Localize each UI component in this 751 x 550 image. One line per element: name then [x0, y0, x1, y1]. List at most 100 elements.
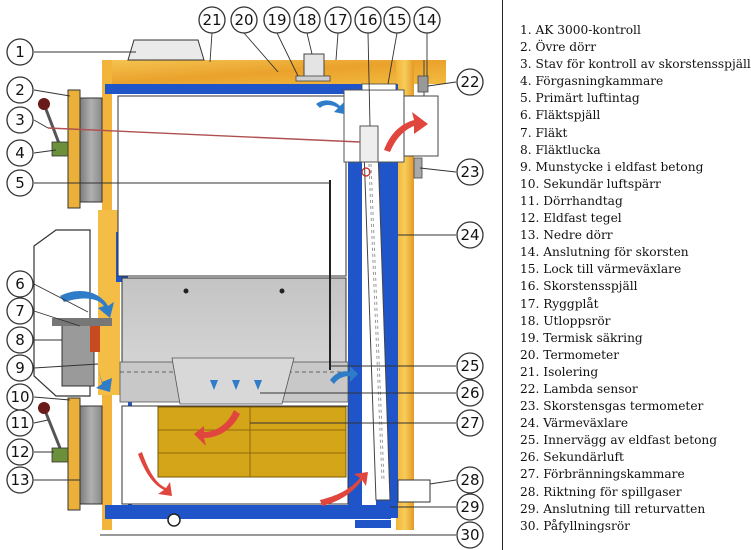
callout-6: 6	[6, 270, 34, 298]
callout-14: 14	[413, 6, 441, 34]
panel-divider	[502, 0, 503, 550]
callout-2-label: 2	[15, 81, 25, 99]
callout-16: 16	[354, 6, 382, 34]
callout-24: 24	[456, 221, 484, 249]
callout-16-label: 16	[358, 11, 377, 29]
refractory-concrete-wall	[121, 277, 347, 367]
callout-11: 11	[6, 409, 34, 437]
callout-9-label: 9	[15, 359, 25, 377]
exhaust-flow-arrows	[138, 112, 428, 506]
callout-11-label: 11	[10, 414, 29, 432]
callout-23: 23	[456, 158, 484, 186]
legend-item: 6. Fläktspjäll	[520, 108, 601, 123]
legend-item: 20. Termometer	[520, 347, 620, 362]
legend-item: 17. Ryggplåt	[520, 296, 599, 311]
legend-item: 21. Isolering	[520, 364, 599, 379]
callout-5: 5	[6, 169, 34, 197]
callout-1-label: 1	[15, 43, 25, 61]
callout-8: 8	[6, 326, 34, 354]
callout-14-label: 14	[417, 11, 436, 29]
callout-26-label: 26	[460, 384, 479, 402]
callout-26: 26	[456, 379, 484, 407]
callout-28: 28	[456, 466, 484, 494]
legend-item: 9. Munstycke i eldfast betong	[520, 159, 704, 174]
callout-19: 19	[263, 6, 291, 34]
upper-door	[67, 89, 103, 209]
legend-item: 18. Utloppsrör	[520, 313, 611, 328]
callout-24-label: 24	[460, 226, 479, 244]
callout-10-label: 10	[10, 388, 29, 406]
callout-18: 18	[293, 6, 321, 34]
lower-door	[67, 397, 103, 511]
refractory-bricks	[157, 406, 347, 478]
callout-12-label: 12	[10, 443, 29, 461]
callout-28-label: 28	[460, 471, 479, 489]
callout-13: 13	[6, 466, 34, 494]
callout-1: 1	[6, 38, 34, 66]
callout-25-label: 25	[460, 357, 479, 375]
legend-item: 24. Värmeväxlare	[520, 416, 629, 431]
callout-9: 9	[6, 354, 34, 382]
legend-item: 29. Anslutning till returvatten	[520, 501, 706, 516]
callout-leaders	[33, 32, 457, 536]
damper-control-rod	[47, 127, 361, 143]
legend-item: 1. AK 3000-kontroll	[520, 23, 641, 37]
callout-3: 3	[6, 106, 34, 134]
callout-19-label: 19	[267, 11, 286, 29]
callout-4-label: 4	[15, 144, 25, 162]
callout-10: 10	[6, 383, 34, 411]
callout-23-label: 23	[460, 163, 479, 181]
legend-item: 19. Termisk säkring	[520, 330, 643, 345]
exchanger-lid	[361, 83, 397, 91]
legend-item: 11. Dörrhandtag	[520, 193, 623, 208]
legend-item: 13. Nedre dörr	[520, 228, 613, 243]
legend-item: 26. Sekundärluft	[520, 450, 624, 465]
callout-2: 2	[6, 76, 34, 104]
legend-item: 12. Eldfast tegel	[520, 211, 622, 226]
legend-item: 4. Förgasningkammare	[520, 74, 664, 89]
callout-6-label: 6	[15, 275, 25, 293]
legend-item: 30. Påfyllningsrör	[520, 518, 631, 533]
callout-4: 4	[6, 139, 34, 167]
callout-30: 30	[456, 521, 484, 549]
callout-7: 7	[6, 297, 34, 325]
callout-13-label: 13	[10, 471, 29, 489]
filling-pipe	[167, 513, 181, 527]
callout-12: 12	[6, 438, 34, 466]
return-water-connection	[397, 479, 431, 503]
callout-25: 25	[456, 352, 484, 380]
legend-item: 7. Fläkt	[520, 125, 568, 140]
callout-30-label: 30	[460, 526, 479, 544]
callout-3-label: 3	[15, 111, 25, 129]
boiler-cross-section-diagram: 1 2 3 4 5 6 7 8 9 10 11 12 13 14 15 16 1…	[6, 6, 484, 549]
callout-20-label: 20	[234, 11, 253, 29]
callout-27-label: 27	[460, 414, 479, 432]
insulation-jacket	[98, 60, 446, 530]
callout-7-label: 7	[15, 302, 25, 320]
callout-17-label: 17	[328, 11, 347, 29]
callout-5-label: 5	[15, 174, 25, 192]
legend-item: 28. Riktning för spillgaser	[520, 484, 682, 499]
parts-legend: 1. AK 3000-kontroll 2. Övre dörr 3. Stav…	[520, 22, 751, 535]
callout-29-label: 29	[460, 498, 479, 516]
door-handles	[38, 98, 69, 463]
callout-22-label: 22	[460, 73, 479, 91]
callout-8-label: 8	[15, 331, 25, 349]
fan-housing	[33, 229, 112, 397]
callout-22: 22	[456, 68, 484, 96]
callout-21: 21	[198, 6, 226, 34]
legend-item: 14. Anslutning för skorsten	[520, 245, 689, 260]
legend-item: 2. Övre dörr	[520, 40, 597, 55]
legend-item: 16. Skorstensspjäll	[520, 279, 638, 294]
ak3000-controller	[127, 39, 205, 61]
callout-17: 17	[324, 6, 352, 34]
legend-item: 27. Förbränningskammare	[520, 467, 685, 482]
callout-15-label: 15	[387, 11, 406, 29]
legend-item: 8. Fläktlucka	[520, 142, 601, 157]
callout-15: 15	[383, 6, 411, 34]
legend-item: 23. Skorstensgas termometer	[520, 399, 704, 414]
callout-29: 29	[456, 493, 484, 521]
legend-item: 25. Innervägg av eldfast betong	[520, 433, 718, 448]
legend-item: 15. Lock till värmeväxlare	[520, 262, 682, 277]
legend-item: 5. Primärt luftintag	[520, 91, 640, 106]
